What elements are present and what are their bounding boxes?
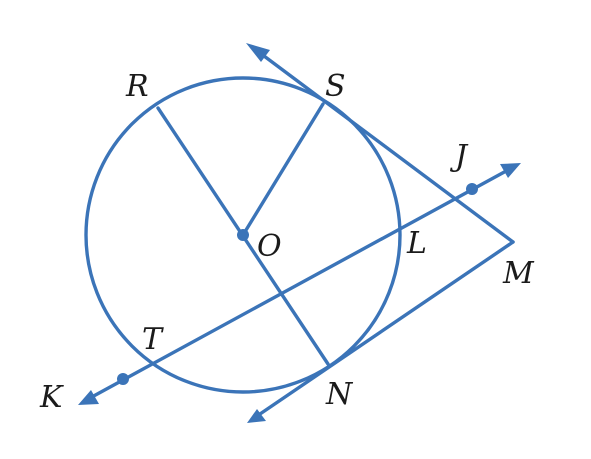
arrowhead-tangent-n — [247, 409, 266, 423]
label-n: N — [325, 377, 354, 412]
point-o — [237, 229, 249, 241]
label-o: O — [257, 229, 282, 264]
circle-o — [84, 76, 402, 394]
arrowhead-k — [78, 390, 99, 405]
label-r: R — [125, 69, 149, 104]
label-m: M — [502, 256, 535, 291]
label-t: T — [142, 322, 164, 357]
tangent-nm — [258, 240, 515, 416]
label-s: S — [325, 69, 346, 104]
arrowhead-j — [500, 163, 521, 178]
point-k — [117, 373, 129, 385]
tangent-sm — [258, 51, 515, 244]
label-k: K — [39, 380, 64, 415]
point-j — [466, 183, 478, 195]
arrowhead-tangent-s — [246, 43, 270, 62]
radius-os — [241, 102, 325, 237]
label-l: L — [406, 226, 427, 261]
label-j: J — [449, 139, 469, 174]
line-kj — [88, 168, 510, 400]
